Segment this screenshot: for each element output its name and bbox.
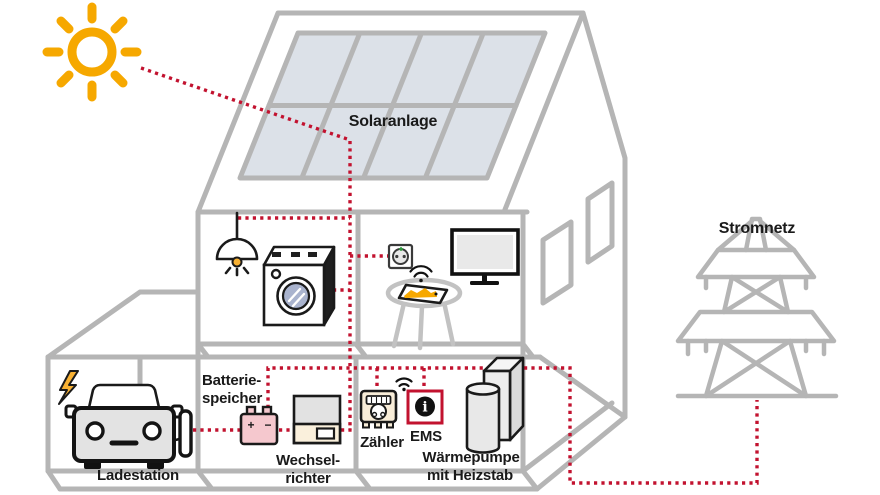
tablet-icon: [397, 283, 449, 305]
label-charging-station: Ladestation: [97, 467, 179, 484]
heat-pump-icon: [465, 356, 525, 454]
ems-icon: i: [406, 389, 444, 425]
power-pylon-icon: [675, 216, 839, 399]
wifi-icon: [409, 265, 433, 283]
solar-panel-icon: [237, 30, 548, 181]
battery-storage-icon: + −: [239, 405, 279, 446]
label-solar: Solaranlage: [349, 113, 438, 130]
gable-windows: [540, 180, 615, 306]
label-ems: EMS: [410, 428, 442, 445]
label-heatpump-line2: mit Heizstab: [427, 467, 513, 484]
label-meter: Zähler: [360, 434, 404, 451]
wifi-icon: [395, 377, 413, 392]
lightning-icon: [58, 370, 79, 405]
label-grid: Stromnetz: [719, 220, 796, 237]
labels: Solaranlage Stromnetz Ladestation Batter…: [97, 113, 796, 487]
window-icon: [540, 219, 574, 306]
inverter-icon: [292, 394, 342, 445]
label-inverter-line2: richter: [285, 470, 331, 487]
sun-icon: [42, 2, 142, 102]
window-icon: [585, 180, 615, 265]
washing-machine-icon: [262, 245, 336, 327]
battery-minus-symbol: −: [264, 418, 271, 432]
label-battery-line1: Batterie-: [202, 372, 261, 389]
charging-station-icon: [173, 409, 193, 458]
label-battery-line2: speicher: [202, 390, 262, 407]
car-icon: [64, 383, 184, 469]
tv-icon: [450, 228, 520, 285]
wall-outlet-icon: [387, 243, 414, 270]
info-icon: i: [422, 400, 427, 416]
ceiling-lamp-icon: [215, 211, 259, 277]
label-inverter-line1: Wechsel-: [276, 452, 340, 469]
side-table-icon: [385, 265, 463, 351]
battery-plus-symbol: +: [247, 418, 254, 432]
electric-meter-icon: [359, 377, 413, 429]
energy-flow-lines: [140, 66, 759, 485]
label-heatpump-line1: Wärmepumpe: [422, 449, 519, 466]
